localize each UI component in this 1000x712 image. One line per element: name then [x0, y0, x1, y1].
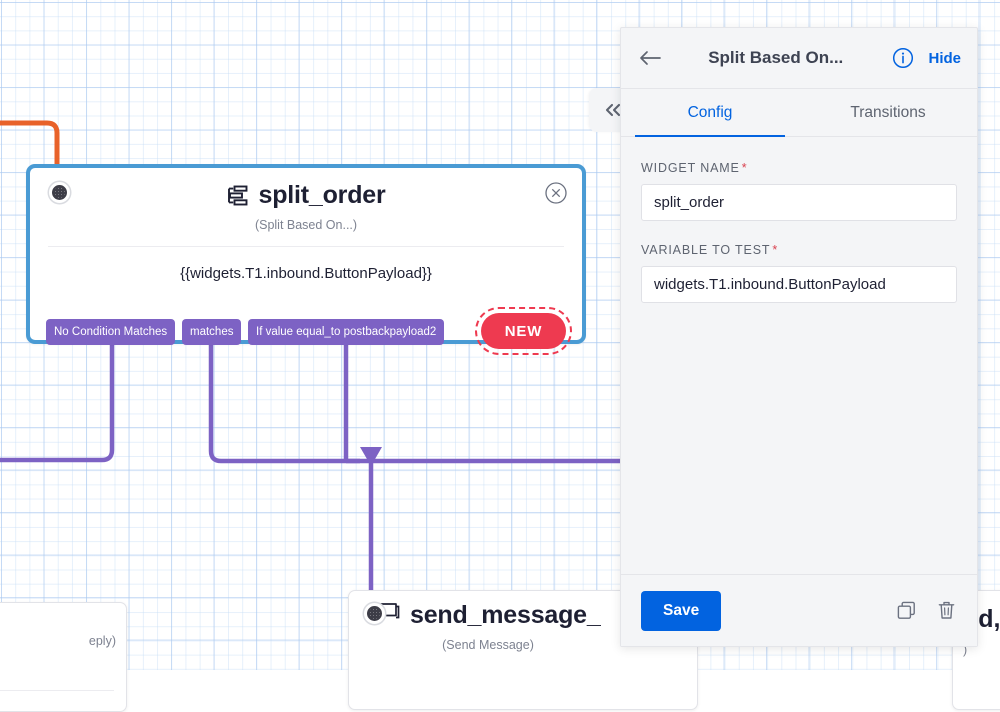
condition-pill-no-condition-matches[interactable]: No Condition Matches — [46, 319, 176, 345]
node-title-row: split_order — [30, 168, 582, 210]
partial-node-left[interactable]: eply) — [0, 602, 127, 712]
node-subtitle: eply) — [88, 634, 116, 648]
save-button[interactable]: Save — [641, 590, 722, 631]
node-subtitle: (Send Message) — [442, 638, 534, 652]
hide-panel-button[interactable]: Hide — [928, 49, 961, 67]
node-title: send_message_ — [410, 601, 601, 629]
node-subtitle: (Split Based On...) — [254, 218, 358, 232]
info-circle-icon[interactable] — [892, 47, 914, 69]
connector-layer — [0, 120, 625, 596]
wire-arrowhead-icon — [360, 447, 382, 466]
wire-incoming-orange — [0, 120, 60, 168]
required-marker: * — [741, 161, 748, 175]
node-divider — [48, 246, 564, 247]
widget-name-input[interactable] — [641, 184, 957, 221]
node-expression: {{widgets.T1.inbound.ButtonPayload}} — [180, 265, 432, 282]
variable-to-test-label-text: VARIABLE TO TEST — [641, 243, 771, 257]
wire-no-condition — [0, 345, 115, 463]
node-input-handle[interactable] — [49, 182, 70, 203]
node-title-row: send_message_ — [349, 591, 697, 630]
node-title: split_order — [258, 181, 386, 209]
split-icon — [227, 184, 250, 207]
variable-to-test-label: VARIABLE TO TEST* — [641, 243, 957, 257]
panel-title: Split Based On... — [708, 48, 844, 67]
tab-transitions[interactable]: Transitions — [850, 104, 926, 121]
node-divider — [0, 690, 114, 691]
widget-name-label: WIDGET NAME* — [641, 161, 957, 175]
required-marker: * — [772, 243, 779, 257]
trash-icon[interactable] — [935, 600, 957, 622]
panel-tabs: Config Transitions — [621, 88, 977, 137]
panel-footer: Save — [621, 574, 977, 646]
new-condition-button[interactable]: NEW — [481, 313, 566, 349]
condition-pill-if-value-equal-to[interactable]: If value equal_to postbackpayload2 — [248, 319, 445, 345]
node-subtitle: ) — [963, 643, 968, 657]
panel-header: Split Based On... Hide — [621, 28, 977, 88]
panel-body: WIDGET NAME* VARIABLE TO TEST* — [621, 137, 977, 574]
widget-name-label-text: WIDGET NAME — [641, 161, 740, 175]
close-icon[interactable] — [544, 181, 568, 205]
condition-pill-matches[interactable]: matches — [182, 319, 242, 345]
wire-matches — [208, 345, 360, 464]
arrow-left-icon[interactable] — [637, 45, 663, 71]
node-input-handle[interactable] — [364, 603, 385, 624]
copy-icon[interactable] — [895, 600, 917, 622]
tab-config[interactable]: Config — [621, 89, 799, 137]
variable-to-test-input[interactable] — [641, 266, 957, 303]
footer-actions — [895, 600, 957, 622]
widget-config-panel[interactable]: Split Based On... Hide Config Transition… — [620, 27, 978, 647]
